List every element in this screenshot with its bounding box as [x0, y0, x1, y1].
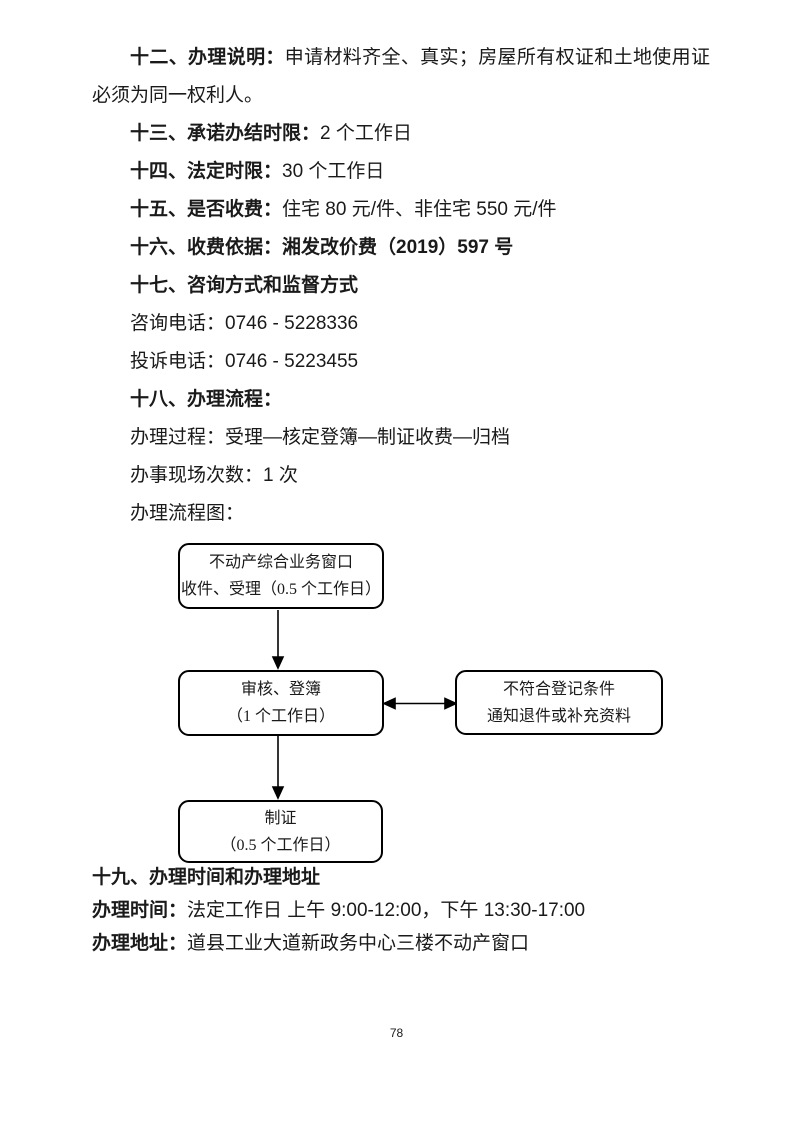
paragraph-sec14-legal-limit: 十四、法定时限：30 个工作日 [92, 153, 710, 191]
page-footer: 78 [0, 1026, 793, 1040]
flow-box-reject-line1: 不符合登记条件 [502, 680, 615, 698]
office-hours-line: 办理时间：法定工作日 上午 9:00-12:00，下午 13:30-17:00 [92, 894, 732, 927]
body-text: 十二、办理说明：申请材料齐全、真实；房屋所有权证和土地使用证必须为同一权利人。 … [92, 39, 710, 533]
flow-box-review: 审核、登簿 （1 个工作日） [178, 670, 384, 736]
section-text: 2 个工作日 [320, 123, 412, 144]
paragraph-sec18-process-heading: 十八、办理流程： [92, 381, 710, 419]
paragraph-sec17-contact-heading: 十七、咨询方式和监督方式 [92, 267, 710, 305]
section-text: 咨询电话：0746 - 5228336 [130, 313, 359, 334]
flow-box-certificate: 制证 （0.5 个工作日） [178, 800, 383, 863]
section-label: 十七、咨询方式和监督方式 [130, 275, 359, 296]
arrow-down-2-head [271, 786, 285, 800]
paragraph-complaint-phone: 投诉电话：0746 - 5223455 [92, 343, 710, 381]
section-text: 办理流程图： [130, 503, 245, 524]
paragraph-process-steps: 办理过程：受理—核定登簿—制证收费—归档 [92, 419, 710, 457]
arrow-double-left-head [382, 697, 396, 710]
flow-box-intake: 不动产综合业务窗口 收件、受理（0.5 个工作日） [178, 543, 384, 609]
flow-box-review-line1: 审核、登簿 [240, 681, 321, 698]
section-label: 十二、办理说明： [130, 47, 285, 68]
paragraph-visit-count: 办事现场次数：1 次 [92, 457, 710, 495]
section-text: 申请材料齐全、真实；房屋所有权证和土地使用证必须为同一权利人。 [92, 47, 710, 106]
office-address-value: 道县工业大道新政务中心三楼不动产窗口 [187, 933, 530, 954]
paragraph-sec16-fee-basis: 十六、收费依据：湘发改价费（2019）597 号 [92, 229, 710, 267]
section-text: 办理过程：受理—核定登簿—制证收费—归档 [130, 427, 511, 448]
section-label: 十三、承诺办结时限： [130, 123, 321, 144]
section-text: 办事现场次数：1 次 [130, 465, 298, 486]
flow-box-reject-notice: 不符合登记条件 通知退件或补充资料 [455, 670, 663, 735]
flow-box-review-line2: （1 个工作日） [226, 708, 335, 725]
section-text: 投诉电话：0746 - 5223455 [130, 351, 359, 372]
flow-box-intake-line2: 收件、受理（0.5 个工作日） [180, 581, 381, 598]
section-19-heading: 十九、办理时间和办理地址 [92, 867, 321, 888]
flowchart-arrows [271, 610, 458, 800]
flow-box-certificate-line2: （0.5 个工作日） [220, 836, 341, 854]
paragraph-flowchart-caption: 办理流程图： [92, 495, 710, 533]
section-19: 十九、办理时间和办理地址 办理时间：法定工作日 上午 9:00-12:00，下午… [92, 861, 732, 960]
flow-box-intake-line1: 不动产综合业务窗口 [208, 554, 353, 571]
section-label: 十六、收费依据：湘发改价费（2019）597 号 [130, 237, 514, 258]
paragraph-consult-phone: 咨询电话：0746 - 5228336 [92, 305, 710, 343]
arrow-down-1-head [271, 656, 285, 670]
process-flowchart: 不动产综合业务窗口 收件、受理（0.5 个工作日） 审核、登簿 （1 个工作日）… [0, 533, 793, 873]
section-label: 十五、是否收费： [130, 199, 283, 220]
flow-box-reject-line2: 通知退件或补充资料 [486, 707, 631, 725]
flow-box-certificate-line1: 制证 [264, 809, 297, 827]
arrow-double-right-head [444, 697, 458, 710]
paragraph-sec15-fees: 十五、是否收费：住宅 80 元/件、非住宅 550 元/件 [92, 191, 710, 229]
section-label: 十四、法定时限： [130, 161, 283, 182]
office-address-line: 办理地址：道县工业大道新政务中心三楼不动产窗口 [92, 927, 732, 960]
section-text: 住宅 80 元/件、非住宅 550 元/件 [282, 199, 557, 220]
page-number: 78 [389, 1026, 404, 1040]
office-address-label: 办理地址： [92, 933, 188, 954]
section-text: 30 个工作日 [282, 161, 385, 182]
office-hours-label: 办理时间： [92, 900, 188, 921]
paragraph-sec13-deadline: 十三、承诺办结时限：2 个工作日 [92, 115, 710, 153]
paragraph-sec12-description: 十二、办理说明：申请材料齐全、真实；房屋所有权证和土地使用证必须为同一权利人。 [92, 39, 710, 115]
office-hours-value: 法定工作日 上午 9:00-12:00，下午 13:30-17:00 [187, 900, 586, 921]
section-label: 十八、办理流程： [130, 389, 283, 410]
